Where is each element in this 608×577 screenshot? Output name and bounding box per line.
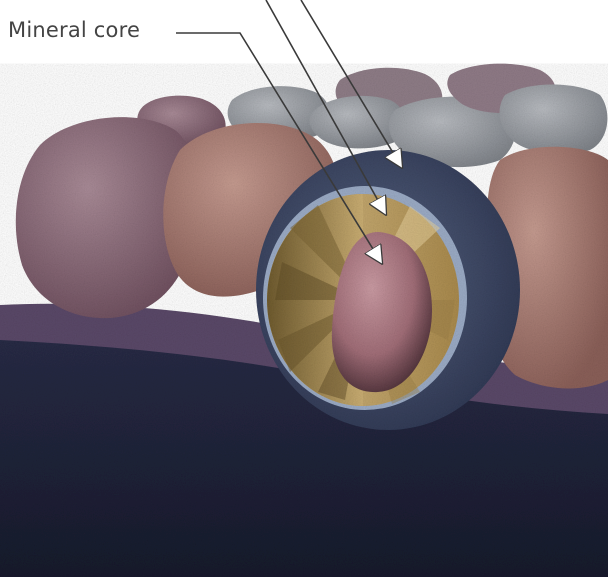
grey-rock [500, 84, 608, 154]
mineral-core-label: Mineral core [8, 18, 140, 42]
